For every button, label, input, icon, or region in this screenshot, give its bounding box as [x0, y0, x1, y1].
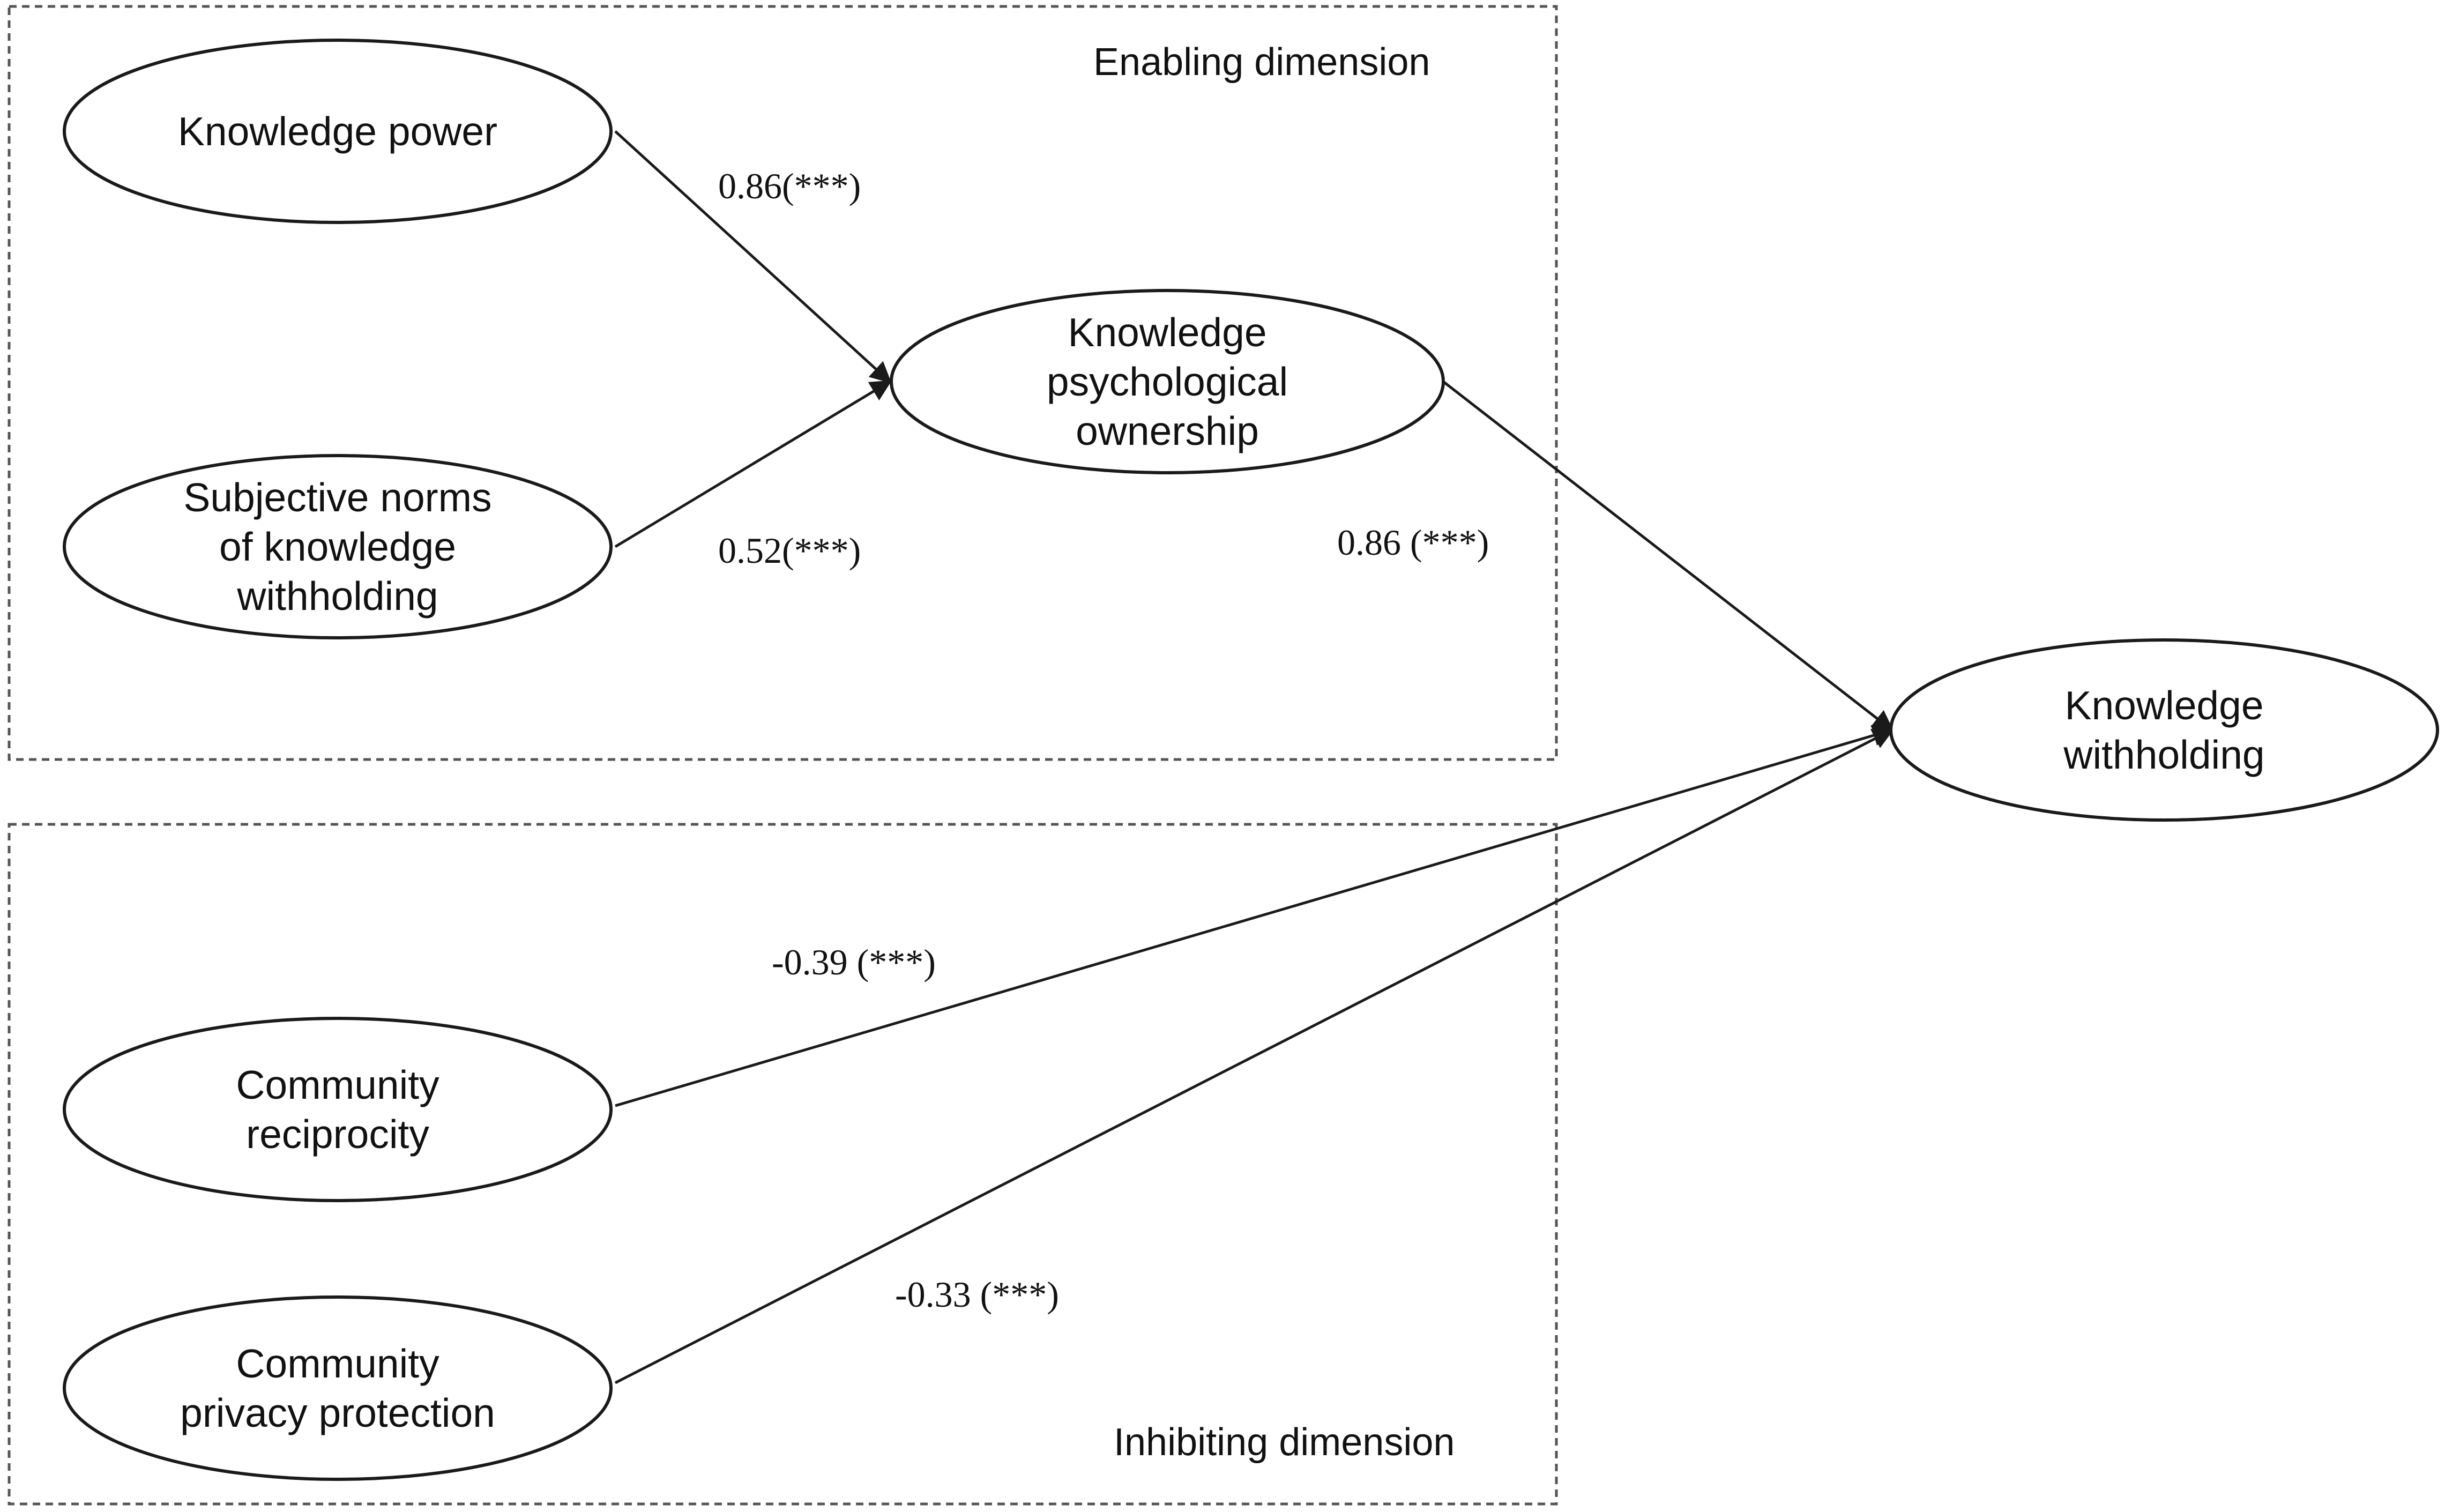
construct-label-line: reciprocity — [246, 1112, 429, 1157]
path-coefficient-psych_ownership-to-knowledge_withholding: 0.86 (***) — [1337, 522, 1489, 563]
path-coefficient-community_privacy-to-knowledge_withholding: -0.33 (***) — [895, 1274, 1059, 1315]
construct-ellipse — [63, 454, 613, 639]
arrow-community_reciprocity-to-knowledge_withholding — [615, 725, 1895, 1107]
construct-label-line: Community — [236, 1341, 439, 1386]
path-coefficient-knowledge_power-to-psych_ownership: 0.86(***) — [718, 166, 861, 206]
construct-label-line: Knowledge — [2064, 683, 2263, 728]
construct-ellipse — [890, 289, 1445, 474]
construct-ellipse — [63, 39, 613, 224]
construct-label-line: Knowledge power — [178, 109, 497, 154]
arrow-knowledge_power-to-psych_ownership — [614, 130, 892, 384]
arrow-community_privacy-to-knowledge_withholding — [614, 728, 1895, 1384]
construct-label-line: Community — [236, 1062, 439, 1107]
construct-label-line: privacy protection — [180, 1390, 495, 1435]
construct-label-line: of knowledge — [219, 524, 456, 569]
path-coefficient-community_reciprocity-to-knowledge_withholding: -0.39 (***) — [772, 942, 936, 982]
construct-ellipse — [63, 1295, 613, 1481]
path-coefficient-subjective_norms-to-psych_ownership: 0.52(***) — [718, 530, 861, 571]
enabling-dimension-box — [8, 5, 1558, 761]
enabling-dimension-label: Enabling dimension — [1093, 41, 1430, 84]
inhibiting-dimension-box — [8, 823, 1558, 1506]
inhibiting-dimension-label: Inhibiting dimension — [1114, 1421, 1455, 1464]
construct-ellipse — [63, 1017, 613, 1202]
arrow-psych_ownership-to-knowledge_withholding — [1442, 381, 1894, 732]
construct-ellipse — [1889, 638, 2439, 822]
construct-knowledge-power: Knowledge power — [63, 39, 613, 224]
construct-label-line: Knowledge — [1068, 310, 1266, 355]
construct-label-line: psychological — [1047, 359, 1288, 404]
construct-label-line: ownership — [1076, 408, 1259, 453]
construct-community-reciprocity: Community reciprocity — [63, 1017, 613, 1202]
construct-label-line: withholding — [236, 573, 438, 619]
construct-label-line: Subjective norms — [183, 475, 491, 520]
arrow-subjective_norms-to-psych_ownership — [614, 380, 892, 548]
construct-label-line: withholding — [2063, 732, 2264, 777]
